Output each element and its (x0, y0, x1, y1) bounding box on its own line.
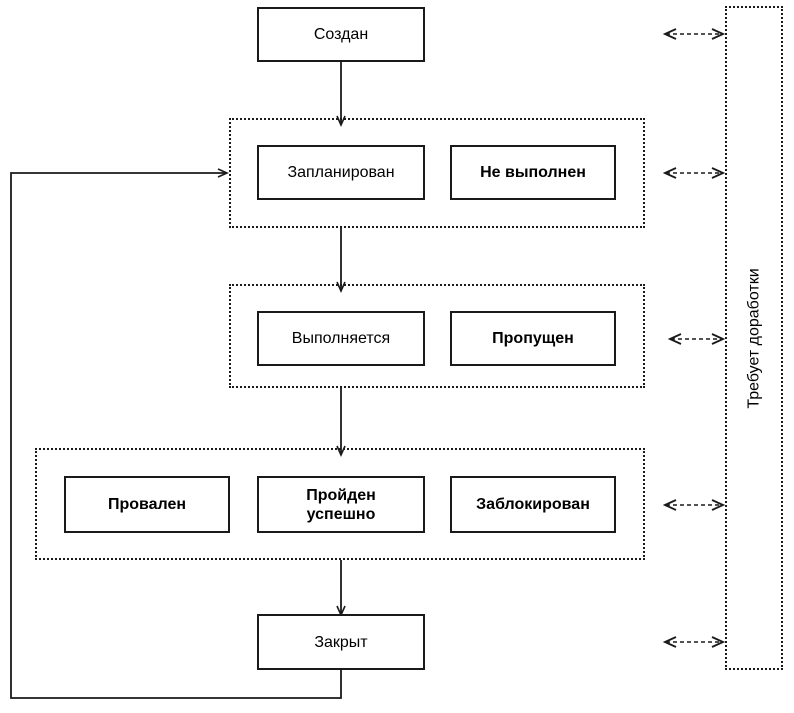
state-node-skipped-label: Пропущен (492, 330, 574, 347)
state-node-failed-label: Провален (107, 496, 187, 513)
state-node-created[interactable]: Создан (257, 7, 425, 62)
state-node-not-done[interactable]: Не выполнен (450, 145, 616, 200)
state-node-running[interactable]: Выполняется (257, 311, 425, 366)
state-node-closed[interactable]: Закрыт (257, 614, 425, 670)
state-node-running-label: Выполняется (291, 330, 391, 347)
state-node-skipped[interactable]: Пропущен (450, 311, 616, 366)
state-node-planned-label: Запланирован (287, 164, 395, 181)
rework-container-label: Требует доработки (745, 268, 763, 409)
state-node-closed-label: Закрыт (314, 633, 368, 651)
group-planned-container (229, 118, 645, 228)
state-node-not-done-label: Не выполнен (480, 164, 586, 181)
state-node-failed[interactable]: Провален (64, 476, 230, 533)
flow-arrow-closed-to-planned (10, 168, 342, 699)
state-node-created-label: Создан (313, 26, 369, 43)
state-node-passed[interactable]: Пройден успешно (257, 476, 425, 533)
state-node-blocked[interactable]: Заблокирован (450, 476, 616, 533)
state-node-passed-label: Пройден успешно (306, 486, 376, 523)
rework-container (725, 6, 783, 670)
group-running-container (229, 284, 645, 388)
state-node-blocked-label: Заблокирован (476, 496, 590, 513)
state-node-planned[interactable]: Запланирован (257, 145, 425, 200)
